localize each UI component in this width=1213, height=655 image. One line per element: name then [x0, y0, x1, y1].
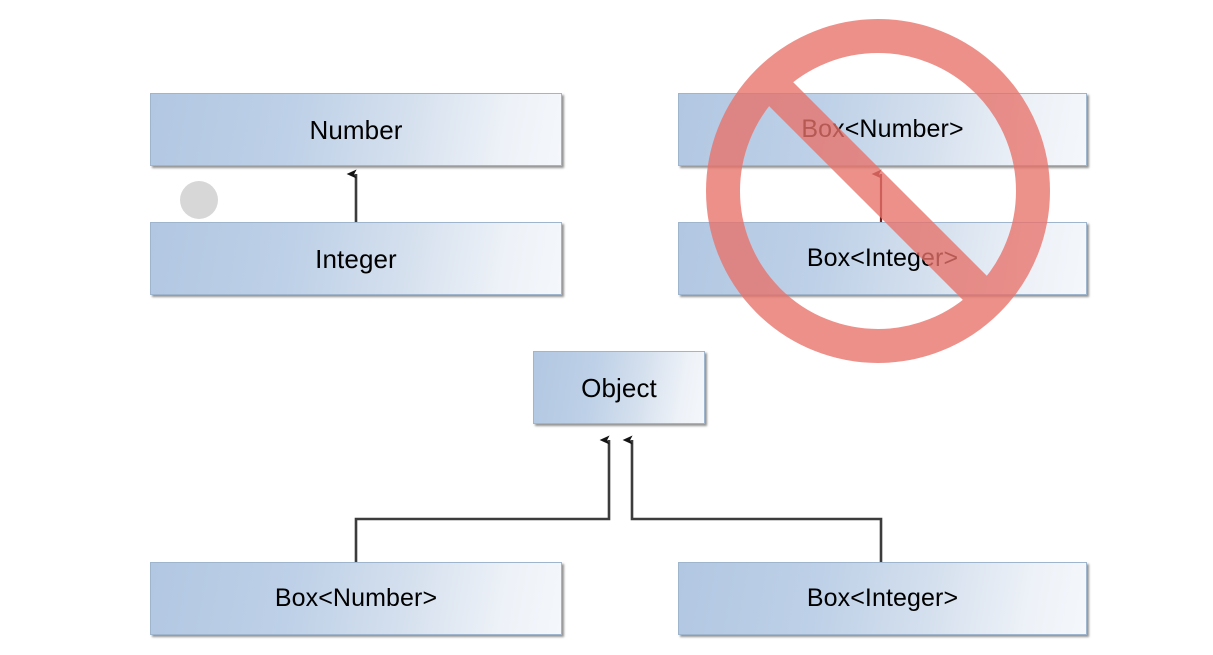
class-box-box-of-number-invalid[interactable]: Box<Number>	[678, 93, 1087, 166]
class-box-number[interactable]: Number	[150, 93, 562, 166]
class-box-box-of-integer-invalid[interactable]: Box<Integer>	[678, 222, 1087, 295]
class-box-integer[interactable]: Integer	[150, 222, 562, 295]
edge-box-integer-to-object	[622, 435, 883, 562]
prohibition-no-icon	[706, 19, 1050, 363]
class-box-object[interactable]: Object	[533, 351, 705, 424]
edge-box-number-to-object	[354, 435, 611, 562]
gray-dot-icon	[180, 181, 218, 219]
class-box-box-of-number[interactable]: Box<Number>	[150, 562, 562, 635]
class-box-box-of-integer[interactable]: Box<Integer>	[678, 562, 1087, 635]
